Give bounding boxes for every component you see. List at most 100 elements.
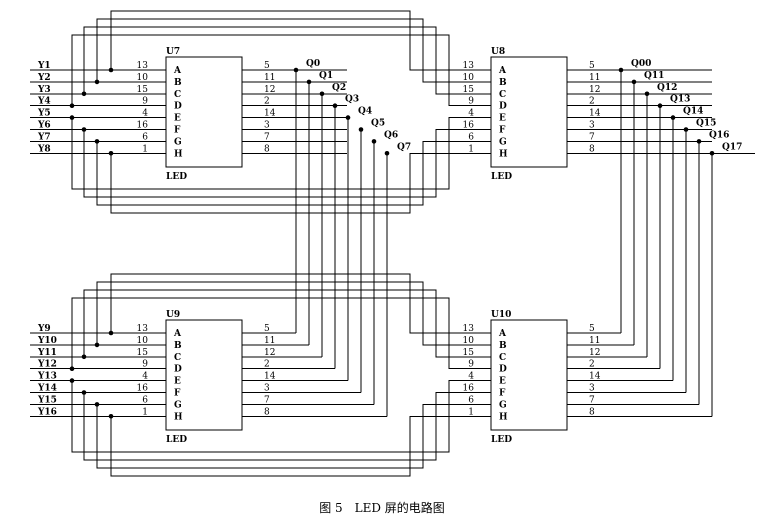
column-label: Q5	[371, 119, 385, 129]
chips	[165, 56, 568, 431]
loop-wire	[96, 140, 491, 206]
junction-dot	[696, 139, 702, 144]
pin-number: 14	[589, 109, 601, 119]
chip-footer: LED	[491, 172, 512, 182]
segment-letter: E	[499, 377, 506, 387]
chip-u7	[165, 56, 243, 168]
pin-number: 11	[589, 336, 600, 346]
loop-wire	[96, 18, 491, 83]
pin-number: 8	[264, 407, 270, 417]
column-label: Q7	[397, 142, 411, 152]
pin-number: 7	[589, 132, 595, 142]
pin-number: 3	[264, 384, 270, 394]
pin-number: 2	[264, 360, 270, 370]
pin-number: 8	[264, 144, 270, 154]
pin-number: 7	[264, 132, 270, 142]
pin-number: 15	[463, 348, 475, 358]
pin-number: 2	[264, 97, 270, 107]
column-label: Q15	[696, 119, 716, 129]
chip-u8	[490, 56, 568, 168]
pin-number: 6	[468, 395, 474, 405]
segment-letter: C	[499, 353, 506, 363]
column-label: Q0	[306, 59, 320, 69]
junction-dot	[631, 79, 637, 85]
segment-letter: B	[174, 341, 182, 351]
pin-number: 4	[468, 109, 474, 119]
row-label: Y2	[37, 73, 51, 83]
chip-footer: LED	[491, 435, 512, 445]
pin-number: 9	[468, 360, 474, 370]
chip-footer: LED	[166, 435, 187, 445]
chip-u9	[165, 319, 243, 431]
pin-number: 13	[137, 324, 149, 334]
pin-number: 10	[463, 73, 475, 83]
segment-letter: H	[499, 412, 508, 422]
loop-wire	[96, 281, 491, 346]
pin-number: 12	[264, 348, 275, 358]
segment-letter: A	[498, 329, 507, 339]
segment-letter: A	[173, 329, 182, 339]
segment-letter: G	[174, 400, 182, 410]
column-label: Q11	[644, 71, 664, 81]
pin-number: 2	[589, 360, 595, 370]
pin-number: 11	[589, 73, 600, 83]
pin-number: 12	[589, 85, 600, 95]
pin-number: 4	[142, 109, 148, 119]
segment-letter: F	[499, 126, 506, 136]
segment-letter: B	[499, 78, 507, 88]
pin-number: 1	[468, 144, 474, 154]
segment-letter: G	[499, 400, 507, 410]
pin-number: 8	[589, 407, 595, 417]
pin-number: 15	[463, 85, 475, 95]
row-label: Y8	[37, 144, 51, 154]
junction-dot	[332, 103, 338, 108]
pin-number: 4	[142, 372, 148, 382]
row-label: Y5	[37, 109, 51, 119]
row-label: Y11	[37, 348, 57, 358]
pin-number: 1	[142, 407, 148, 417]
segment-letter: D	[174, 365, 182, 375]
segment-letter: C	[499, 90, 506, 100]
loop-wire	[110, 10, 491, 71]
row-label: Y16	[37, 407, 57, 417]
segment-letter: D	[174, 102, 182, 112]
pin-number: 5	[589, 61, 595, 71]
column-label: Q17	[722, 142, 742, 152]
row-label: Y14	[37, 384, 57, 394]
pin-number: 4	[468, 372, 474, 382]
row-label: Y13	[37, 372, 57, 382]
pin-number: 7	[264, 395, 270, 405]
pin-number: 9	[142, 97, 148, 107]
pin-number: 13	[463, 61, 475, 71]
pin-number: 8	[589, 144, 595, 154]
junction-dot	[69, 115, 75, 120]
loop-wire	[83, 26, 491, 95]
junction-dot	[345, 115, 351, 120]
segment-letter: B	[499, 341, 507, 351]
loop-wire	[96, 403, 491, 469]
column-label: Q13	[670, 95, 690, 105]
segment-letter: E	[499, 114, 506, 124]
segment-letter: A	[173, 66, 182, 76]
pin-number: 16	[463, 384, 475, 394]
junction-dot	[384, 151, 390, 156]
pin-number: 15	[137, 85, 149, 95]
pin-number: 11	[264, 73, 275, 83]
pin-number: 10	[137, 336, 149, 346]
pin-number: 1	[468, 407, 474, 417]
chip-u10	[490, 319, 568, 431]
chip-name: U8	[491, 47, 505, 57]
loop-wire	[83, 129, 491, 198]
column-label: Q14	[683, 107, 703, 117]
segment-letter: H	[174, 149, 183, 159]
pin-number: 14	[589, 372, 601, 382]
pin-number: 10	[463, 336, 475, 346]
chip-footer: LED	[166, 172, 187, 182]
segment-letter: E	[174, 377, 181, 387]
figure-caption: 图 5 LED 屏的电路图	[319, 500, 445, 515]
pin-number: 3	[264, 121, 270, 131]
column-label: Q3	[345, 95, 359, 105]
pin-number: 16	[463, 121, 475, 131]
segment-letter: D	[499, 365, 507, 375]
segment-letter: A	[498, 66, 507, 76]
